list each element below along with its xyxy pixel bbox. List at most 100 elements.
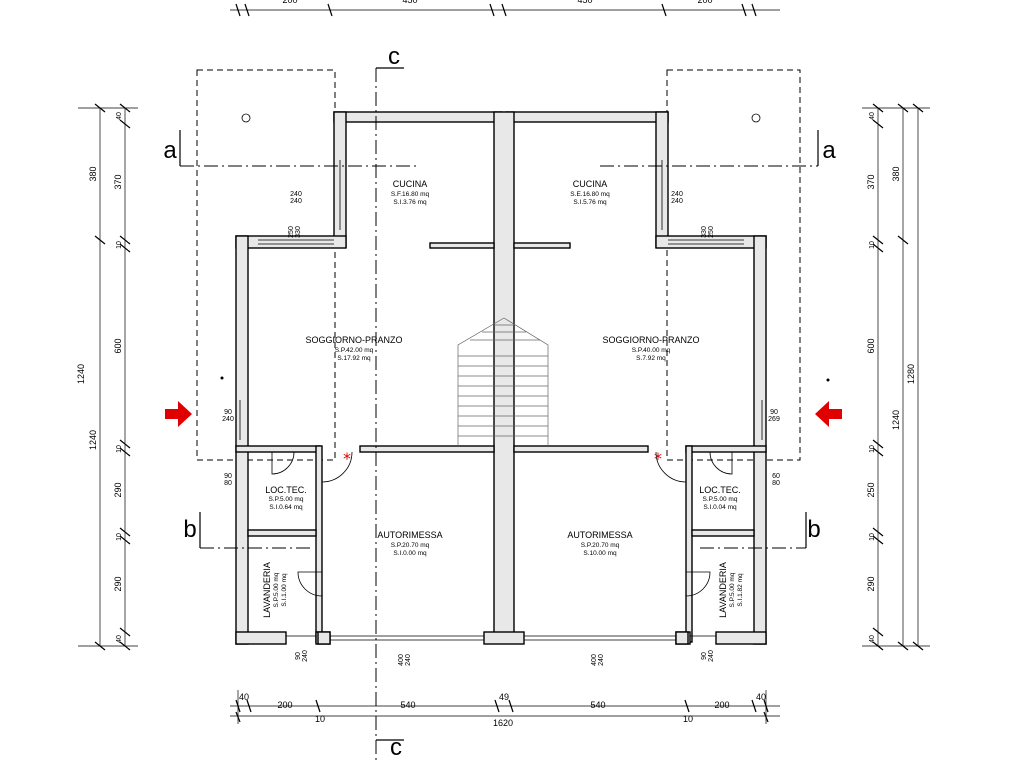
- section-b-left: b: [183, 516, 196, 543]
- section-lines: c c a a b b: [163, 43, 836, 761]
- walls: [235, 111, 767, 645]
- svg-text:10: 10: [869, 241, 876, 249]
- dim-bottom-6: 200: [714, 700, 729, 710]
- dim-bottom-1: 40: [239, 692, 249, 702]
- room-loctec-right: LOC.TEC.: [699, 485, 741, 495]
- svg-text:330: 330: [295, 226, 302, 238]
- dim-left-outer-top: 380: [88, 166, 98, 181]
- dashed-outlines: [196, 69, 801, 461]
- svg-text:40: 40: [116, 112, 123, 120]
- svg-text:S.P.20.70 mq: S.P.20.70 mq: [581, 542, 620, 549]
- svg-text:370: 370: [866, 174, 876, 189]
- svg-text:80: 80: [772, 480, 780, 487]
- dim-left-outer-total: 1240: [76, 364, 86, 384]
- win-side-left-a: 90: [224, 409, 232, 416]
- windows: [239, 160, 763, 440]
- svg-text:250: 250: [708, 226, 715, 238]
- stairs: [457, 317, 549, 446]
- svg-text:600: 600: [113, 338, 123, 353]
- svg-text:S.I.1.82 mq: S.I.1.82 mq: [737, 573, 744, 607]
- bottom-dimensions: 40 200 540 49 540 200 40 10 1620 10: [230, 690, 780, 728]
- win-lav-left-a: 90: [295, 652, 302, 660]
- svg-text:10: 10: [869, 533, 876, 541]
- dim-right-mid: 1240: [891, 410, 901, 430]
- dim-bottom-7: 40: [756, 692, 766, 702]
- dim-top-1: 200: [282, 0, 297, 5]
- svg-text:S.I.5.76 mq: S.I.5.76 mq: [573, 199, 607, 206]
- svg-text:S.10.00 mq: S.10.00 mq: [583, 550, 617, 557]
- win-top-right-a: 330: [701, 226, 708, 238]
- dim-bottom-5: 540: [590, 700, 605, 710]
- dim-top-2: 450: [402, 0, 417, 5]
- svg-text:10: 10: [116, 445, 123, 453]
- section-a-right: a: [822, 137, 836, 164]
- svg-text:240: 240: [598, 654, 605, 666]
- room-soggiorno-right: SOGGIORNO-PRANZO: [602, 335, 699, 345]
- svg-text:240: 240: [405, 654, 412, 666]
- svg-text:S.I.0.00 mq: S.I.0.00 mq: [393, 550, 427, 557]
- section-c-top: c: [388, 43, 400, 70]
- svg-text:269: 269: [768, 416, 780, 423]
- svg-text:S.F.16.80 mq: S.F.16.80 mq: [391, 191, 430, 198]
- svg-text:370: 370: [113, 174, 123, 189]
- dim-right-outer-top: 380: [891, 166, 901, 181]
- dim-bottom-row2-1: 10: [315, 714, 325, 724]
- win-loctec-left-a: 90: [224, 473, 232, 480]
- dim-bottom-3: 540: [400, 700, 415, 710]
- dim-bottom-row2-2: 1620: [493, 718, 513, 728]
- star-marker-left: *: [343, 449, 351, 468]
- svg-text:290: 290: [113, 576, 123, 591]
- svg-text:40: 40: [869, 112, 876, 120]
- dim-top-4: 200: [697, 0, 712, 5]
- svg-text:S.P.20.70 mq: S.P.20.70 mq: [391, 542, 430, 549]
- room-labels: CUCINA S.F.16.80 mq S.I.3.76 mq CUCINA S…: [262, 179, 744, 618]
- svg-text:600: 600: [866, 338, 876, 353]
- svg-text:240: 240: [222, 416, 234, 423]
- room-lavanderia-right: LAVANDERIA: [718, 562, 728, 618]
- win-cucina-left-w: 240: [290, 191, 302, 198]
- right-dimensions: 380 1280 1240 40 370 10 600 10 250 10 29…: [862, 103, 930, 651]
- svg-text:S.P.42.00 mq: S.P.42.00 mq: [335, 347, 374, 354]
- svg-text:S.I.3.76 mq: S.I.3.76 mq: [393, 199, 427, 206]
- svg-text:S.P.5.00 mq: S.P.5.00 mq: [729, 572, 736, 607]
- svg-text:290: 290: [866, 576, 876, 591]
- dim-right-outer-total: 1280: [906, 364, 916, 384]
- svg-text:240: 240: [290, 198, 302, 205]
- svg-text:S.P.5.00 mq: S.P.5.00 mq: [269, 496, 304, 503]
- svg-text:S.P.5.00 mq: S.P.5.00 mq: [703, 496, 738, 503]
- dim-bottom-2: 200: [277, 700, 292, 710]
- svg-text:80: 80: [224, 480, 232, 487]
- door-garage-left-a: 400: [398, 654, 405, 666]
- dim-left-mid: 1240: [88, 430, 98, 450]
- win-cucina-right-w: 240: [671, 191, 683, 198]
- svg-text:S.7.92 mq: S.7.92 mq: [636, 355, 666, 362]
- svg-text:10: 10: [116, 241, 123, 249]
- svg-text:S.I.0.64 mq: S.I.0.64 mq: [269, 504, 303, 511]
- room-soggiorno-left: SOGGIORNO-PRANZO: [305, 335, 402, 345]
- doors: [271, 451, 733, 597]
- room-cucina-left: CUCINA: [393, 179, 428, 189]
- svg-text:250: 250: [866, 482, 876, 497]
- posts: [317, 631, 689, 645]
- room-autorimessa-right: AUTORIMESSA: [567, 530, 632, 540]
- red-markers: * *: [165, 376, 842, 468]
- win-loctec-right-a: 60: [772, 473, 780, 480]
- svg-text:240: 240: [708, 650, 715, 662]
- dim-bottom-row2-3: 10: [683, 714, 693, 724]
- left-dimensions: 380 1240 1240 40 370 10 600 10 290 10 29…: [76, 103, 138, 651]
- svg-text:S.P.5.00 mq: S.P.5.00 mq: [273, 572, 280, 607]
- win-top-left-a: 250: [288, 226, 295, 238]
- svg-text:10: 10: [116, 533, 123, 541]
- svg-text:S.E.16.80 mq: S.E.16.80 mq: [570, 191, 610, 198]
- win-side-right-a: 90: [770, 409, 778, 416]
- room-lavanderia-left: LAVANDERIA: [262, 562, 272, 618]
- dim-top-3: 450: [577, 0, 592, 5]
- svg-text:290: 290: [113, 482, 123, 497]
- top-dimension: 200 450 450 200: [230, 0, 780, 17]
- room-loctec-left: LOC.TEC.: [265, 485, 307, 495]
- svg-text:40: 40: [116, 635, 123, 643]
- star-marker-right: *: [654, 449, 662, 468]
- svg-text:S.17.92 mq: S.17.92 mq: [337, 355, 371, 362]
- entry-arrow-left-icon: [165, 401, 192, 427]
